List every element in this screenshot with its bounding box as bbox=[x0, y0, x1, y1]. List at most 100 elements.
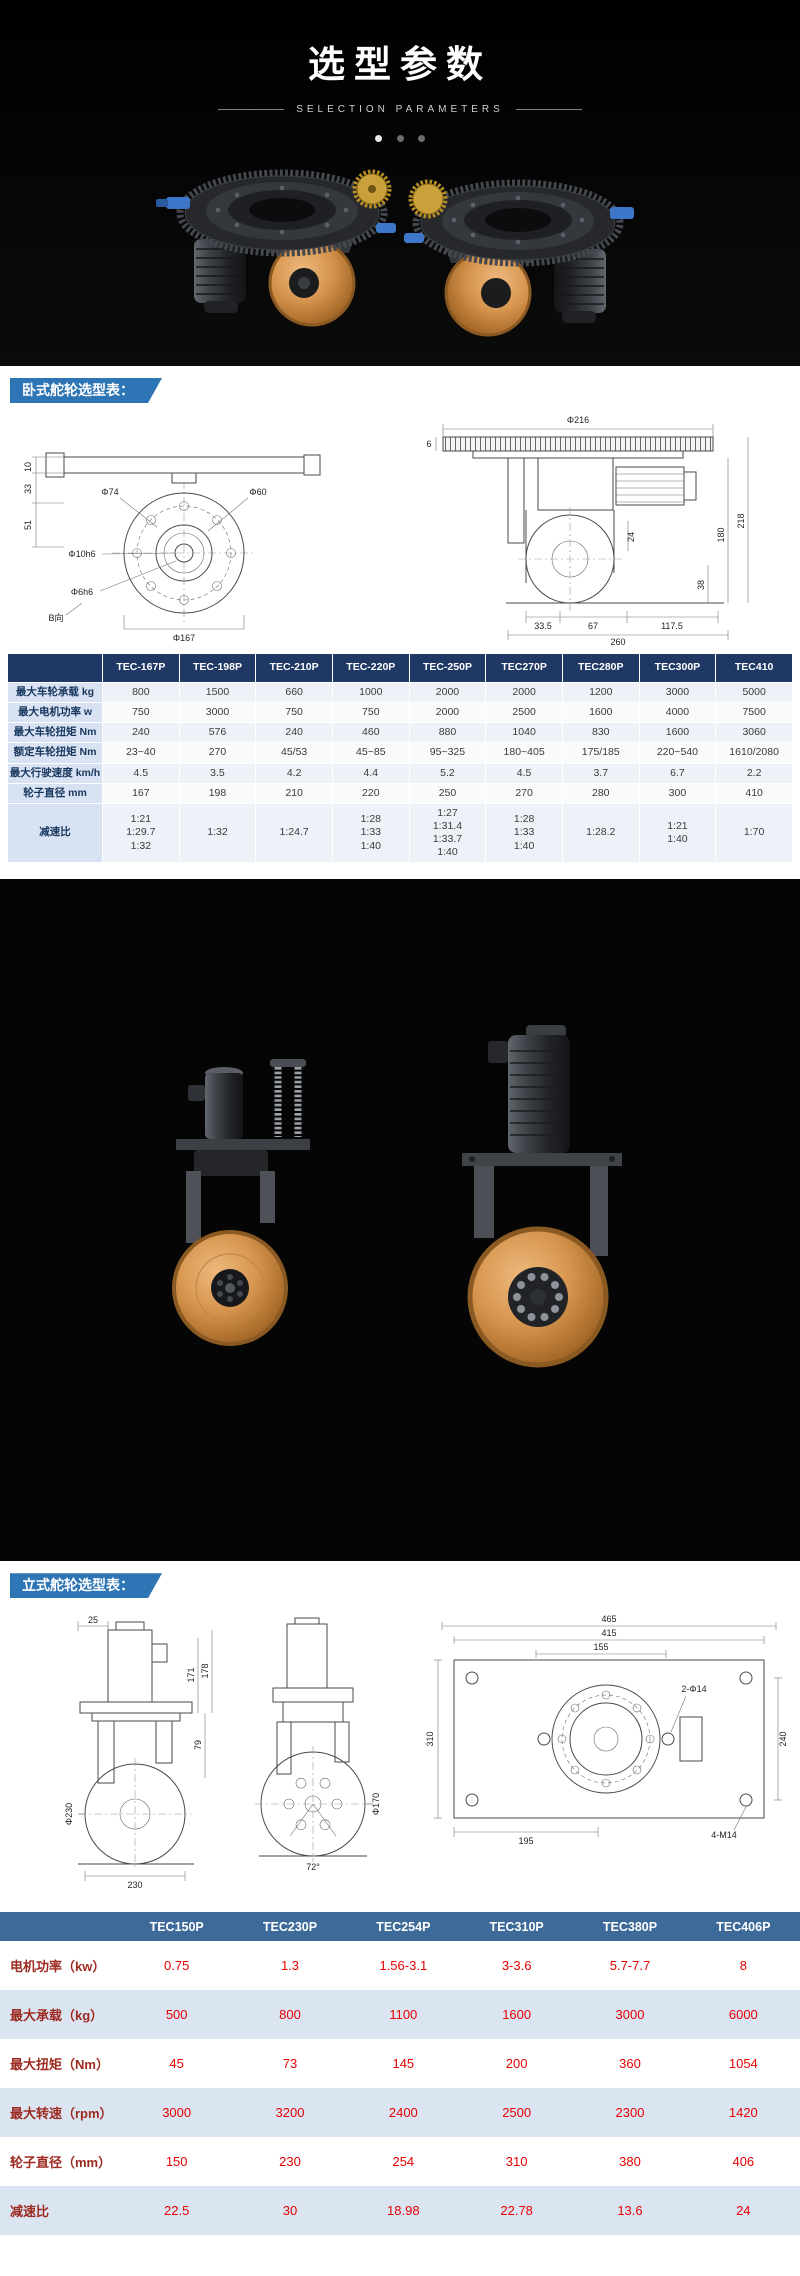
spec-cell: 1000 bbox=[331, 681, 410, 704]
spec-cell: 460 bbox=[331, 722, 410, 744]
spec-cell: 3.7 bbox=[561, 762, 640, 784]
column-header: TEC270P bbox=[485, 653, 563, 683]
spec-cell: 2500 bbox=[485, 702, 563, 724]
dimension-label: 310 bbox=[425, 1732, 435, 1747]
spec-cell: 24 bbox=[736, 2203, 751, 2219]
dimension-label: 465 bbox=[601, 1614, 616, 1624]
spec-cell: 8 bbox=[739, 1958, 747, 1974]
carousel-indicator bbox=[0, 129, 800, 147]
dimension-label: 240 bbox=[778, 1732, 788, 1747]
spec-cell: 240 bbox=[102, 722, 180, 744]
drive-motor bbox=[488, 1024, 570, 1153]
drive-wheel bbox=[467, 1226, 609, 1368]
spec-cell: 175/185 bbox=[561, 742, 640, 764]
spec-cell: 800 bbox=[279, 2007, 301, 2023]
section-label-vertical: 立式舵轮选型表： bbox=[10, 1573, 162, 1598]
spec-cell: 1610/2080 bbox=[715, 742, 793, 764]
spec-cell: 1600 bbox=[561, 702, 640, 724]
spec-cell: 30 bbox=[282, 2203, 298, 2219]
spec-cell: 1:70 bbox=[715, 802, 793, 864]
spec-cell: 4.5 bbox=[102, 762, 180, 784]
spec-cell: 3200 bbox=[275, 2105, 305, 2121]
spec-cell: 230 bbox=[279, 2154, 301, 2170]
spec-cell: 380 bbox=[619, 2154, 641, 2170]
dimension-label: Φ74 bbox=[101, 487, 118, 497]
drive-motor bbox=[188, 1066, 243, 1139]
column-header: TEC380P bbox=[573, 1912, 687, 1942]
column-header: TEC410 bbox=[715, 653, 793, 683]
dimension-label: 33 bbox=[23, 484, 33, 494]
spec-cell: 750 bbox=[102, 702, 180, 724]
spec-cell: 5.7-7.7 bbox=[609, 1958, 651, 1974]
dimension-label: 4-M14 bbox=[711, 1830, 737, 1840]
vertical-drive-photos-section bbox=[0, 879, 800, 1562]
spec-cell: 4.4 bbox=[331, 762, 410, 784]
spec-cell: 145 bbox=[392, 2056, 415, 2072]
side-view: Φ170 72° bbox=[255, 1617, 381, 1872]
spring-guide-rods bbox=[270, 1058, 306, 1137]
dimension-label: 51 bbox=[23, 520, 33, 530]
row-label: 减速比 bbox=[10, 2204, 50, 2220]
spec-cell: 200 bbox=[505, 2056, 528, 2072]
spec-cell: 0.75 bbox=[164, 1958, 190, 1974]
spec-cell: 4.5 bbox=[485, 762, 563, 784]
section-label-text: 立式舵轮选型表： bbox=[22, 1577, 134, 1594]
corner-cell bbox=[0, 1912, 120, 1942]
dimension-label: 67 bbox=[588, 621, 598, 631]
spec-cell: 167 bbox=[102, 782, 180, 804]
spec-cell: 23~40 bbox=[102, 742, 180, 764]
spec-cell: 406 bbox=[732, 2154, 755, 2170]
fork-arm bbox=[474, 1165, 494, 1238]
spec-cell: 270 bbox=[178, 742, 257, 764]
dimension-label: Φ10h6 bbox=[68, 549, 95, 559]
row-label: 电机功率（kw） bbox=[10, 1959, 106, 1975]
spec-cell: 1600 bbox=[502, 2007, 532, 2023]
horizontal-drive-photo-left bbox=[156, 169, 396, 327]
dimension-label: Φ6h6 bbox=[71, 587, 93, 597]
front-view: 10 33 51 Φ74 Φ60 Φ10h6 Φ6h6 Φ167 B向 bbox=[23, 452, 321, 643]
dimension-label: 38 bbox=[696, 580, 706, 590]
spec-cell: 2500 bbox=[502, 2105, 532, 2121]
dimension-label: 79 bbox=[193, 1740, 203, 1750]
carousel-dot[interactable] bbox=[396, 135, 404, 142]
gearbox bbox=[194, 1149, 268, 1176]
side-view: Φ216 6 bbox=[426, 415, 749, 647]
row-label: 轮子直径（mm） bbox=[10, 2155, 112, 2171]
column-header: TEC406P bbox=[686, 1912, 800, 1942]
spec-cell: 750 bbox=[255, 702, 333, 724]
spec-cell: 13.6 bbox=[617, 2203, 643, 2219]
spec-cell: 1:32 bbox=[178, 802, 257, 864]
spec-cell: 3000 bbox=[162, 2105, 192, 2121]
fork-arm bbox=[186, 1170, 201, 1243]
spec-cell: 2.2 bbox=[715, 762, 793, 784]
spec-cell: 6000 bbox=[728, 2007, 758, 2023]
horizontal-drive-photos bbox=[0, 153, 800, 358]
spec-cell: 1100 bbox=[389, 2007, 418, 2023]
carousel-dot[interactable] bbox=[417, 135, 425, 142]
row-label: 最大扭矩（Nm） bbox=[10, 2057, 109, 2073]
spec-cell: 240 bbox=[255, 722, 333, 744]
spec-cell: 73 bbox=[282, 2056, 298, 2072]
spec-cell: 880 bbox=[408, 722, 487, 744]
spec-cell: 6.7 bbox=[638, 762, 717, 784]
spec-cell: 95~325 bbox=[408, 742, 487, 764]
carousel-dot[interactable] bbox=[375, 135, 383, 142]
dimension-label: 230 bbox=[127, 1880, 142, 1890]
dimension-label: Φ216 bbox=[567, 415, 589, 425]
spec-cell: 300 bbox=[638, 782, 717, 804]
spec-cell: 180~405 bbox=[485, 742, 563, 764]
column-header: TEC-210P bbox=[255, 653, 333, 683]
dimension-label: 2-Φ14 bbox=[681, 1684, 706, 1694]
divider-line-right bbox=[515, 109, 582, 110]
spec-cell: 22.78 bbox=[500, 2203, 533, 2219]
column-header: TEC-198P bbox=[178, 653, 257, 683]
row-label: 最大转速（rpm） bbox=[10, 2106, 113, 2122]
spec-cell: 2400 bbox=[388, 2105, 418, 2121]
